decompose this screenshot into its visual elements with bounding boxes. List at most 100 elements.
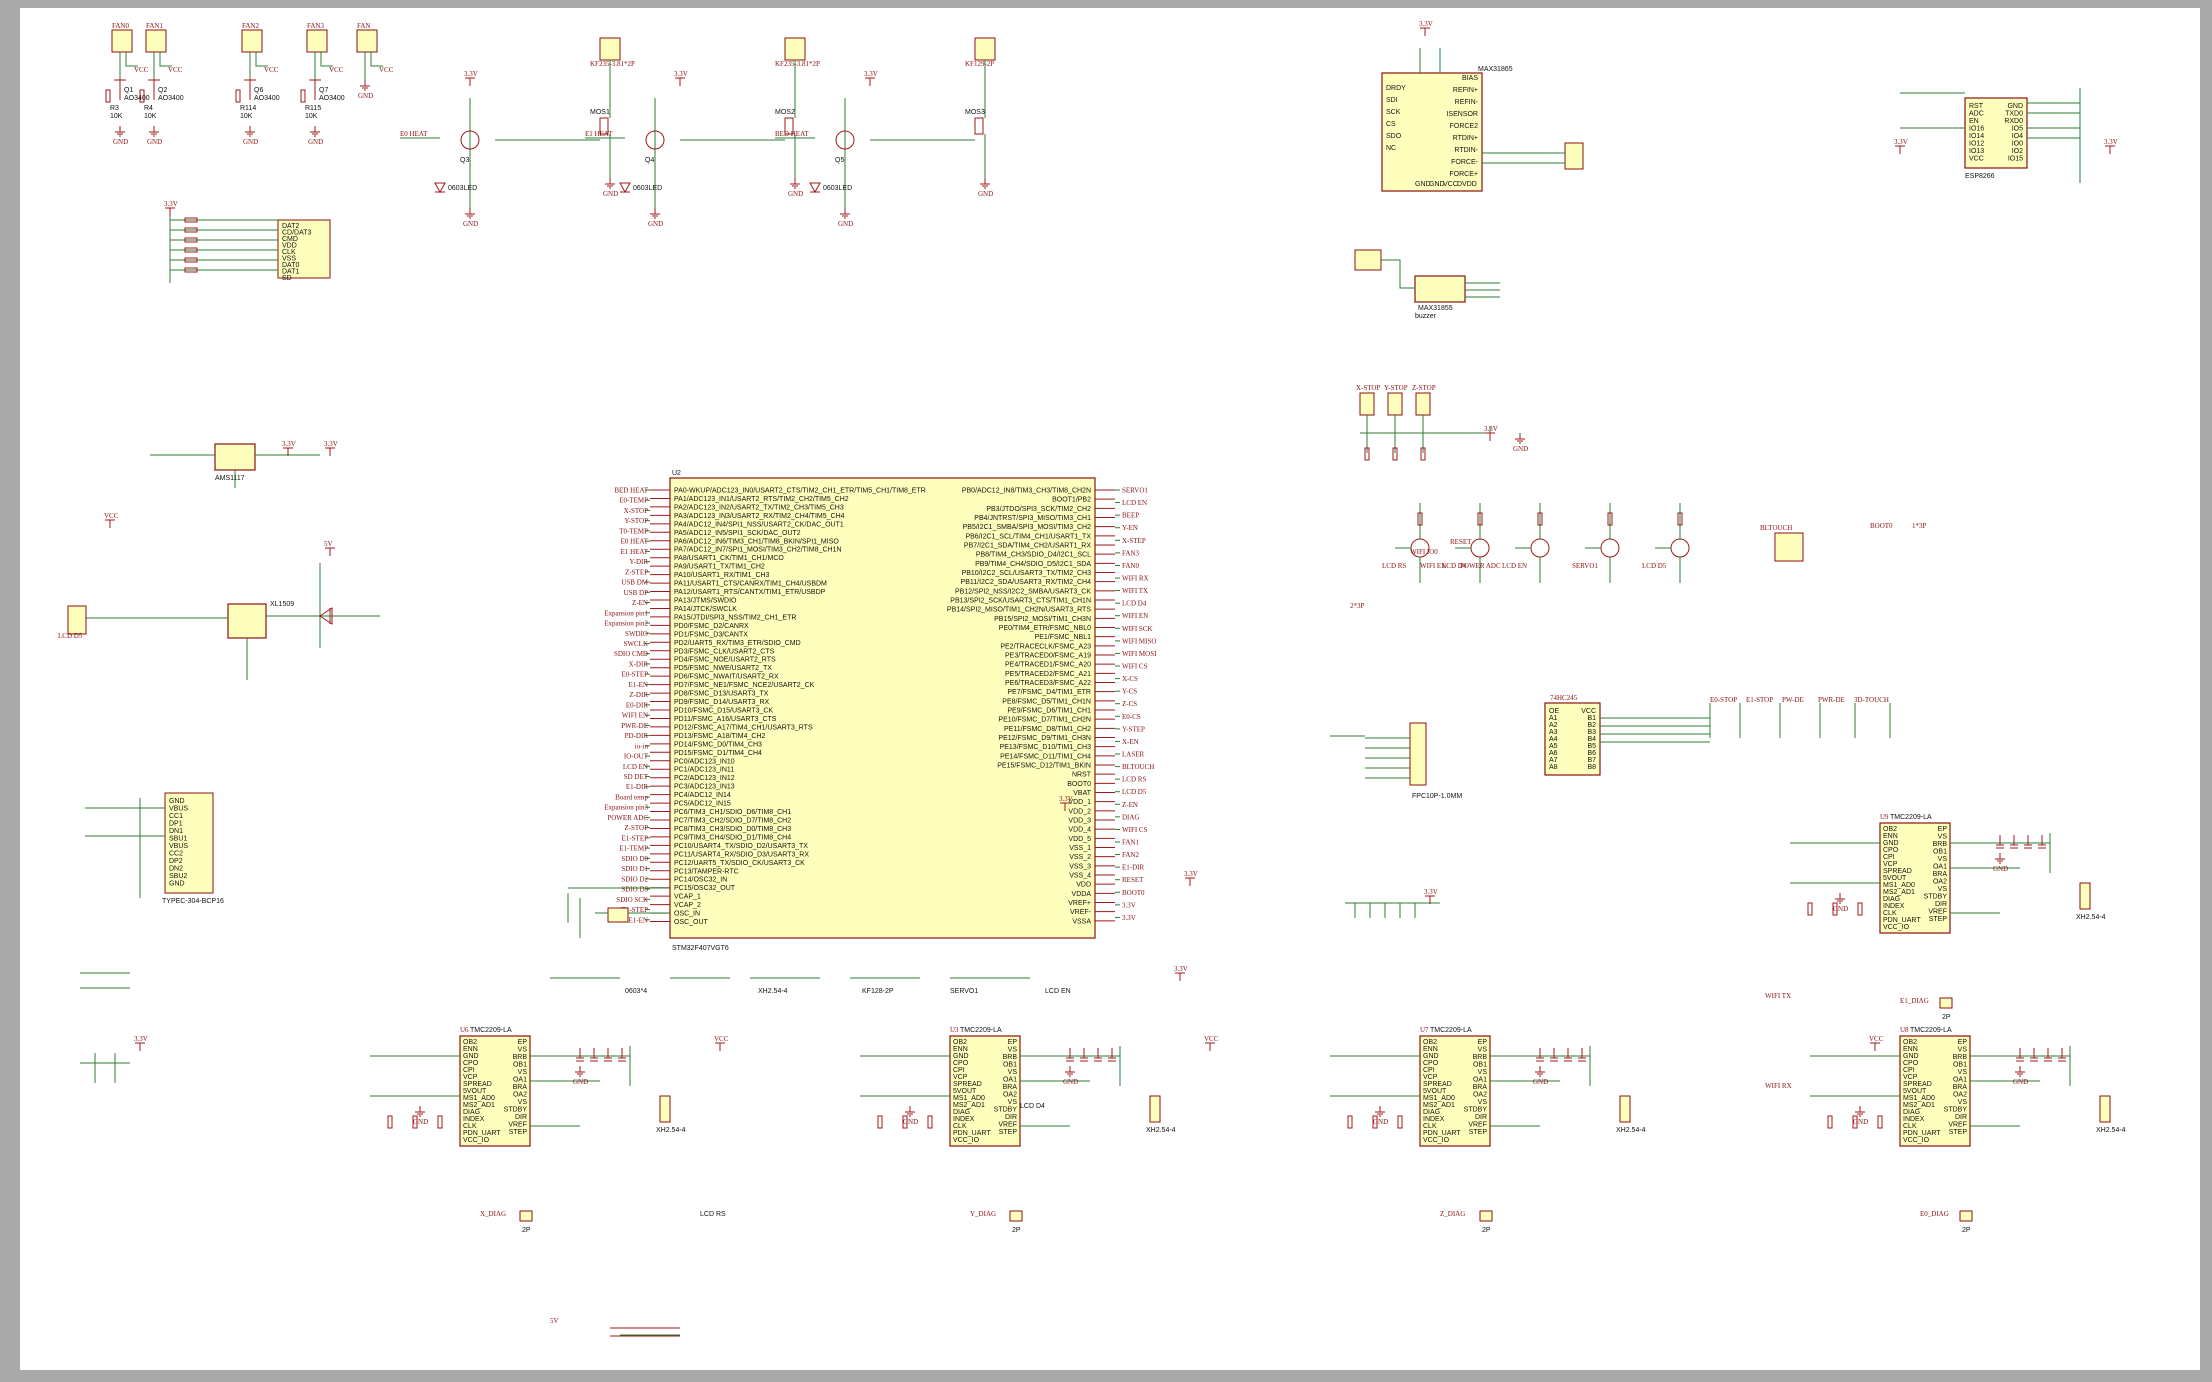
driver-pin: STEP bbox=[1929, 916, 1948, 923]
fan-label: FAN bbox=[357, 22, 370, 30]
mcu-left-pin: PD8/FSMC_D13/USART3_TX bbox=[674, 691, 769, 698]
fan-wire bbox=[153, 52, 172, 80]
heater-q: Q5 bbox=[835, 157, 844, 164]
sd-pullup bbox=[184, 227, 198, 233]
driver-pin: CLK bbox=[1903, 1123, 1917, 1130]
level-pullup bbox=[1537, 512, 1543, 526]
mcu-right-pin: VBAT bbox=[1073, 790, 1091, 797]
mcu-left-pin: PD5/FSMC_NWE/USART2_TX bbox=[674, 665, 772, 672]
fpc-connector bbox=[1409, 722, 1427, 786]
driver-pin: OA2 bbox=[1953, 1092, 1967, 1099]
fan-part: AO3400 bbox=[158, 95, 184, 102]
driver-pin: OA2 bbox=[1933, 879, 1947, 886]
fan-label: FAN0 bbox=[112, 22, 129, 30]
mcu-right-net: WIFI CS bbox=[1122, 663, 1148, 671]
heater-led bbox=[619, 182, 631, 194]
driver-resistor bbox=[1857, 902, 1863, 916]
mcu-right-pin: PB10/I2C2_SCL/USART3_TX/TIM2_CH3 bbox=[962, 570, 1092, 577]
level-net: LCD D4 bbox=[1442, 562, 1467, 570]
usb-pin: VBUS bbox=[169, 843, 188, 850]
heater-q: Q4 bbox=[645, 157, 654, 164]
gnd-symbol bbox=[360, 80, 370, 91]
fan-q: Q7 bbox=[319, 87, 328, 94]
esp-pin: EN bbox=[1969, 118, 1979, 125]
gnd-label: GND bbox=[243, 138, 258, 146]
driver-ref: U3 bbox=[950, 1026, 959, 1034]
driver-pin: VCC_IO bbox=[1903, 1137, 1930, 1144]
usb-pin: SBU1 bbox=[169, 836, 187, 843]
esp-pin: ADC bbox=[1969, 111, 1984, 118]
driver-pin: VCC_IO bbox=[463, 1137, 490, 1144]
mcu-right-net: DIAG bbox=[1122, 813, 1140, 821]
gnd-symbol bbox=[1855, 1106, 1865, 1117]
heater-transistor bbox=[835, 130, 855, 150]
mcu-left-pin: PD3/FSMC_CLK/USART2_CTS bbox=[674, 648, 775, 655]
mcu-left-net: POWER ADC bbox=[607, 814, 648, 822]
mcu-left-pin: PA9/USART1_TX/TIM1_CH2 bbox=[674, 564, 765, 571]
driver-pin: STDBY bbox=[994, 1107, 1018, 1114]
max-pin: ISENSOR bbox=[1446, 111, 1478, 118]
mcu-right-pin: PE7/FSMC_D4/TIM1_ETR bbox=[1007, 689, 1091, 696]
driver-pin: INDEX bbox=[953, 1116, 975, 1123]
driver-pin: CPI bbox=[1903, 1067, 1915, 1074]
driver-pin: ENN bbox=[1883, 833, 1898, 840]
endstop-connector bbox=[1415, 392, 1431, 416]
mcu-left-net: E0-DIR bbox=[626, 701, 648, 709]
fan-label: FAN1 bbox=[146, 22, 163, 30]
heater-mos: MOS3 bbox=[965, 109, 985, 116]
heater-led-label: 0603LED bbox=[823, 185, 852, 192]
heater-led-label: 0603LED bbox=[633, 185, 662, 192]
driver-pin: MS2_AD1 bbox=[1903, 1102, 1935, 1109]
mcu-right-pin: PE3/TRACED0/FSMC_A19 bbox=[1005, 653, 1091, 660]
jumper-blocks bbox=[80, 972, 1030, 1083]
mcu-right-net: BLTOUCH bbox=[1122, 763, 1154, 771]
fan-vcc: VCC bbox=[264, 66, 279, 74]
mcu-left-pin: PD9/FSMC_D14/USART3_RX bbox=[674, 699, 770, 706]
mcu-left-net: Y-STOP bbox=[624, 517, 648, 525]
driver-cap bbox=[1550, 1048, 1558, 1062]
mcu-right-net: Y-CS bbox=[1122, 688, 1137, 696]
buffer-ic-block: OEA1A2A3A4A5A6A7A8VCCB1B2B3B4B5B6B7B874H… bbox=[1544, 694, 1891, 776]
gnd-symbol bbox=[1835, 893, 1845, 904]
sd-pin: DAT2 bbox=[282, 223, 299, 230]
mcu-right-pin: PB14/SPI2_MISO/TIM1_CH2N/USART3_RTS bbox=[947, 607, 1091, 614]
crystal-block bbox=[567, 887, 670, 938]
driver-pin: MS2_AD1 bbox=[1883, 889, 1915, 896]
mcu-left-net: SD DET bbox=[624, 773, 649, 781]
usb-part: TYPEC-304-BCP16 bbox=[162, 898, 224, 905]
mcu-right-net: 3.3V bbox=[1122, 914, 1136, 922]
driver-pin: PDN_UART bbox=[1903, 1130, 1941, 1137]
esp8266-body bbox=[1964, 97, 2028, 169]
driver-pin: CPO bbox=[1903, 1060, 1919, 1067]
level-wire bbox=[1395, 503, 1421, 583]
driver-resistor bbox=[412, 1115, 418, 1129]
heater-mos: MOS1 bbox=[590, 109, 610, 116]
mcu-left-pin: PC15/OSC32_OUT bbox=[674, 885, 736, 892]
driver-pin: VREF bbox=[508, 1122, 527, 1129]
driver-pin: SPREAD bbox=[1903, 1081, 1932, 1088]
driver-pin: OA1 bbox=[1933, 864, 1947, 871]
mcu-left-pin: PA15/JTDI/SPI3_NSS/TIM2_CH1_ETR bbox=[674, 614, 796, 621]
mcu-left-pin: PC4/ADC12_IN14 bbox=[674, 792, 731, 799]
max-pin: DRDY bbox=[1386, 85, 1406, 92]
hc-pin: A5 bbox=[1549, 743, 1558, 750]
mcu-right-net: X-EN bbox=[1122, 738, 1139, 746]
mcu-left-net: WIFI EN bbox=[622, 712, 648, 720]
fan-rv: 10K bbox=[305, 113, 318, 120]
mcu-right-pin: PB4/JNTRST/SPI3_MISO/TIM3_CH1 bbox=[974, 515, 1091, 522]
mcu-left-pin: PC14/OSC32_IN bbox=[674, 877, 727, 884]
power-flag-label: 3.3V bbox=[674, 70, 688, 78]
power-flag-label: VCC bbox=[1204, 1035, 1219, 1043]
gnd-label: GND bbox=[463, 220, 478, 228]
level-pullup bbox=[1677, 512, 1683, 526]
mcu-left-pin: PC8/TIM3_CH3/SDIO_D0/TIM8_CH3 bbox=[674, 826, 791, 833]
mcu-left-pin: PC12/UART5_TX/SDIO_CK/USART3_CK bbox=[674, 860, 805, 867]
gnd-symbol bbox=[465, 208, 475, 219]
diag-conn-label: 2P bbox=[1012, 1227, 1021, 1234]
power-block: AMS1117 XL1509 bbox=[67, 443, 380, 680]
driver-pin: MS1_AD0 bbox=[1883, 882, 1915, 889]
driver-resistor bbox=[1832, 902, 1838, 916]
mcu-right-pins: PB0/ADC12_IN8/TIM3_CH3/TIM8_CH2NBOOT1/PB… bbox=[947, 488, 1115, 925]
driver-resistor bbox=[877, 1115, 883, 1129]
